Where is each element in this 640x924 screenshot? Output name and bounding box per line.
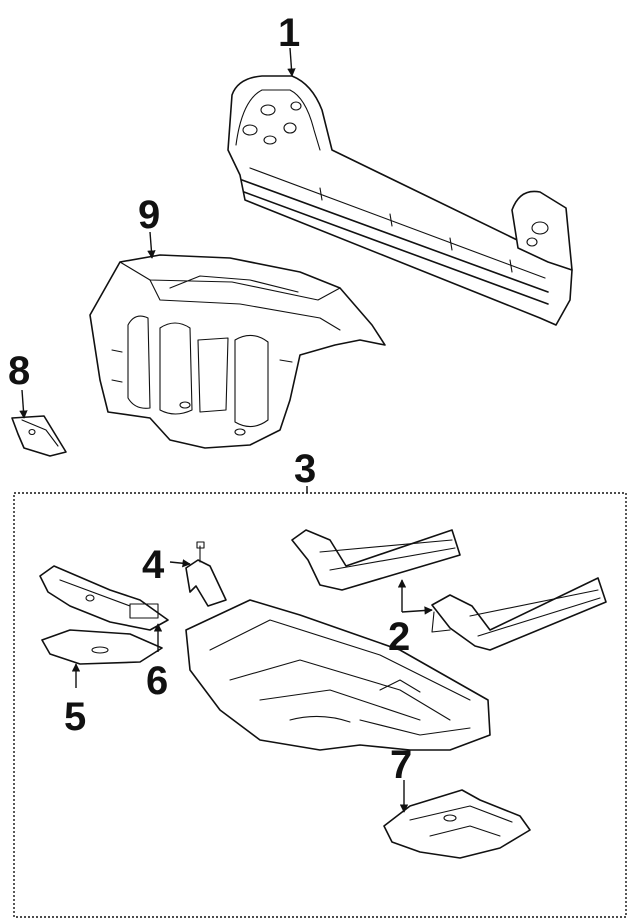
callout-2: 2	[388, 615, 410, 659]
part-1-rear-panel	[227, 75, 573, 326]
callout-1: 1	[278, 11, 300, 55]
callout-9: 9	[138, 193, 160, 237]
part-7-support	[383, 789, 531, 859]
callout-8: 8	[8, 349, 30, 393]
part-2-upper-rail	[291, 529, 461, 591]
part-5-plate	[41, 629, 163, 665]
part-9-seat-back-panel	[89, 254, 386, 449]
callout-6: 6	[146, 659, 168, 703]
part-3-floor-pan	[185, 599, 491, 751]
part-8-bracket	[11, 415, 67, 457]
part-4-bracket	[185, 541, 227, 607]
callout-3: 3	[294, 447, 316, 491]
part-2-lower-rail	[431, 577, 607, 651]
part-3-group-box	[13, 492, 627, 918]
callout-7: 7	[390, 743, 412, 787]
callout-5: 5	[64, 695, 86, 739]
leader-lines	[19, 47, 433, 813]
callout-4: 4	[142, 543, 165, 587]
